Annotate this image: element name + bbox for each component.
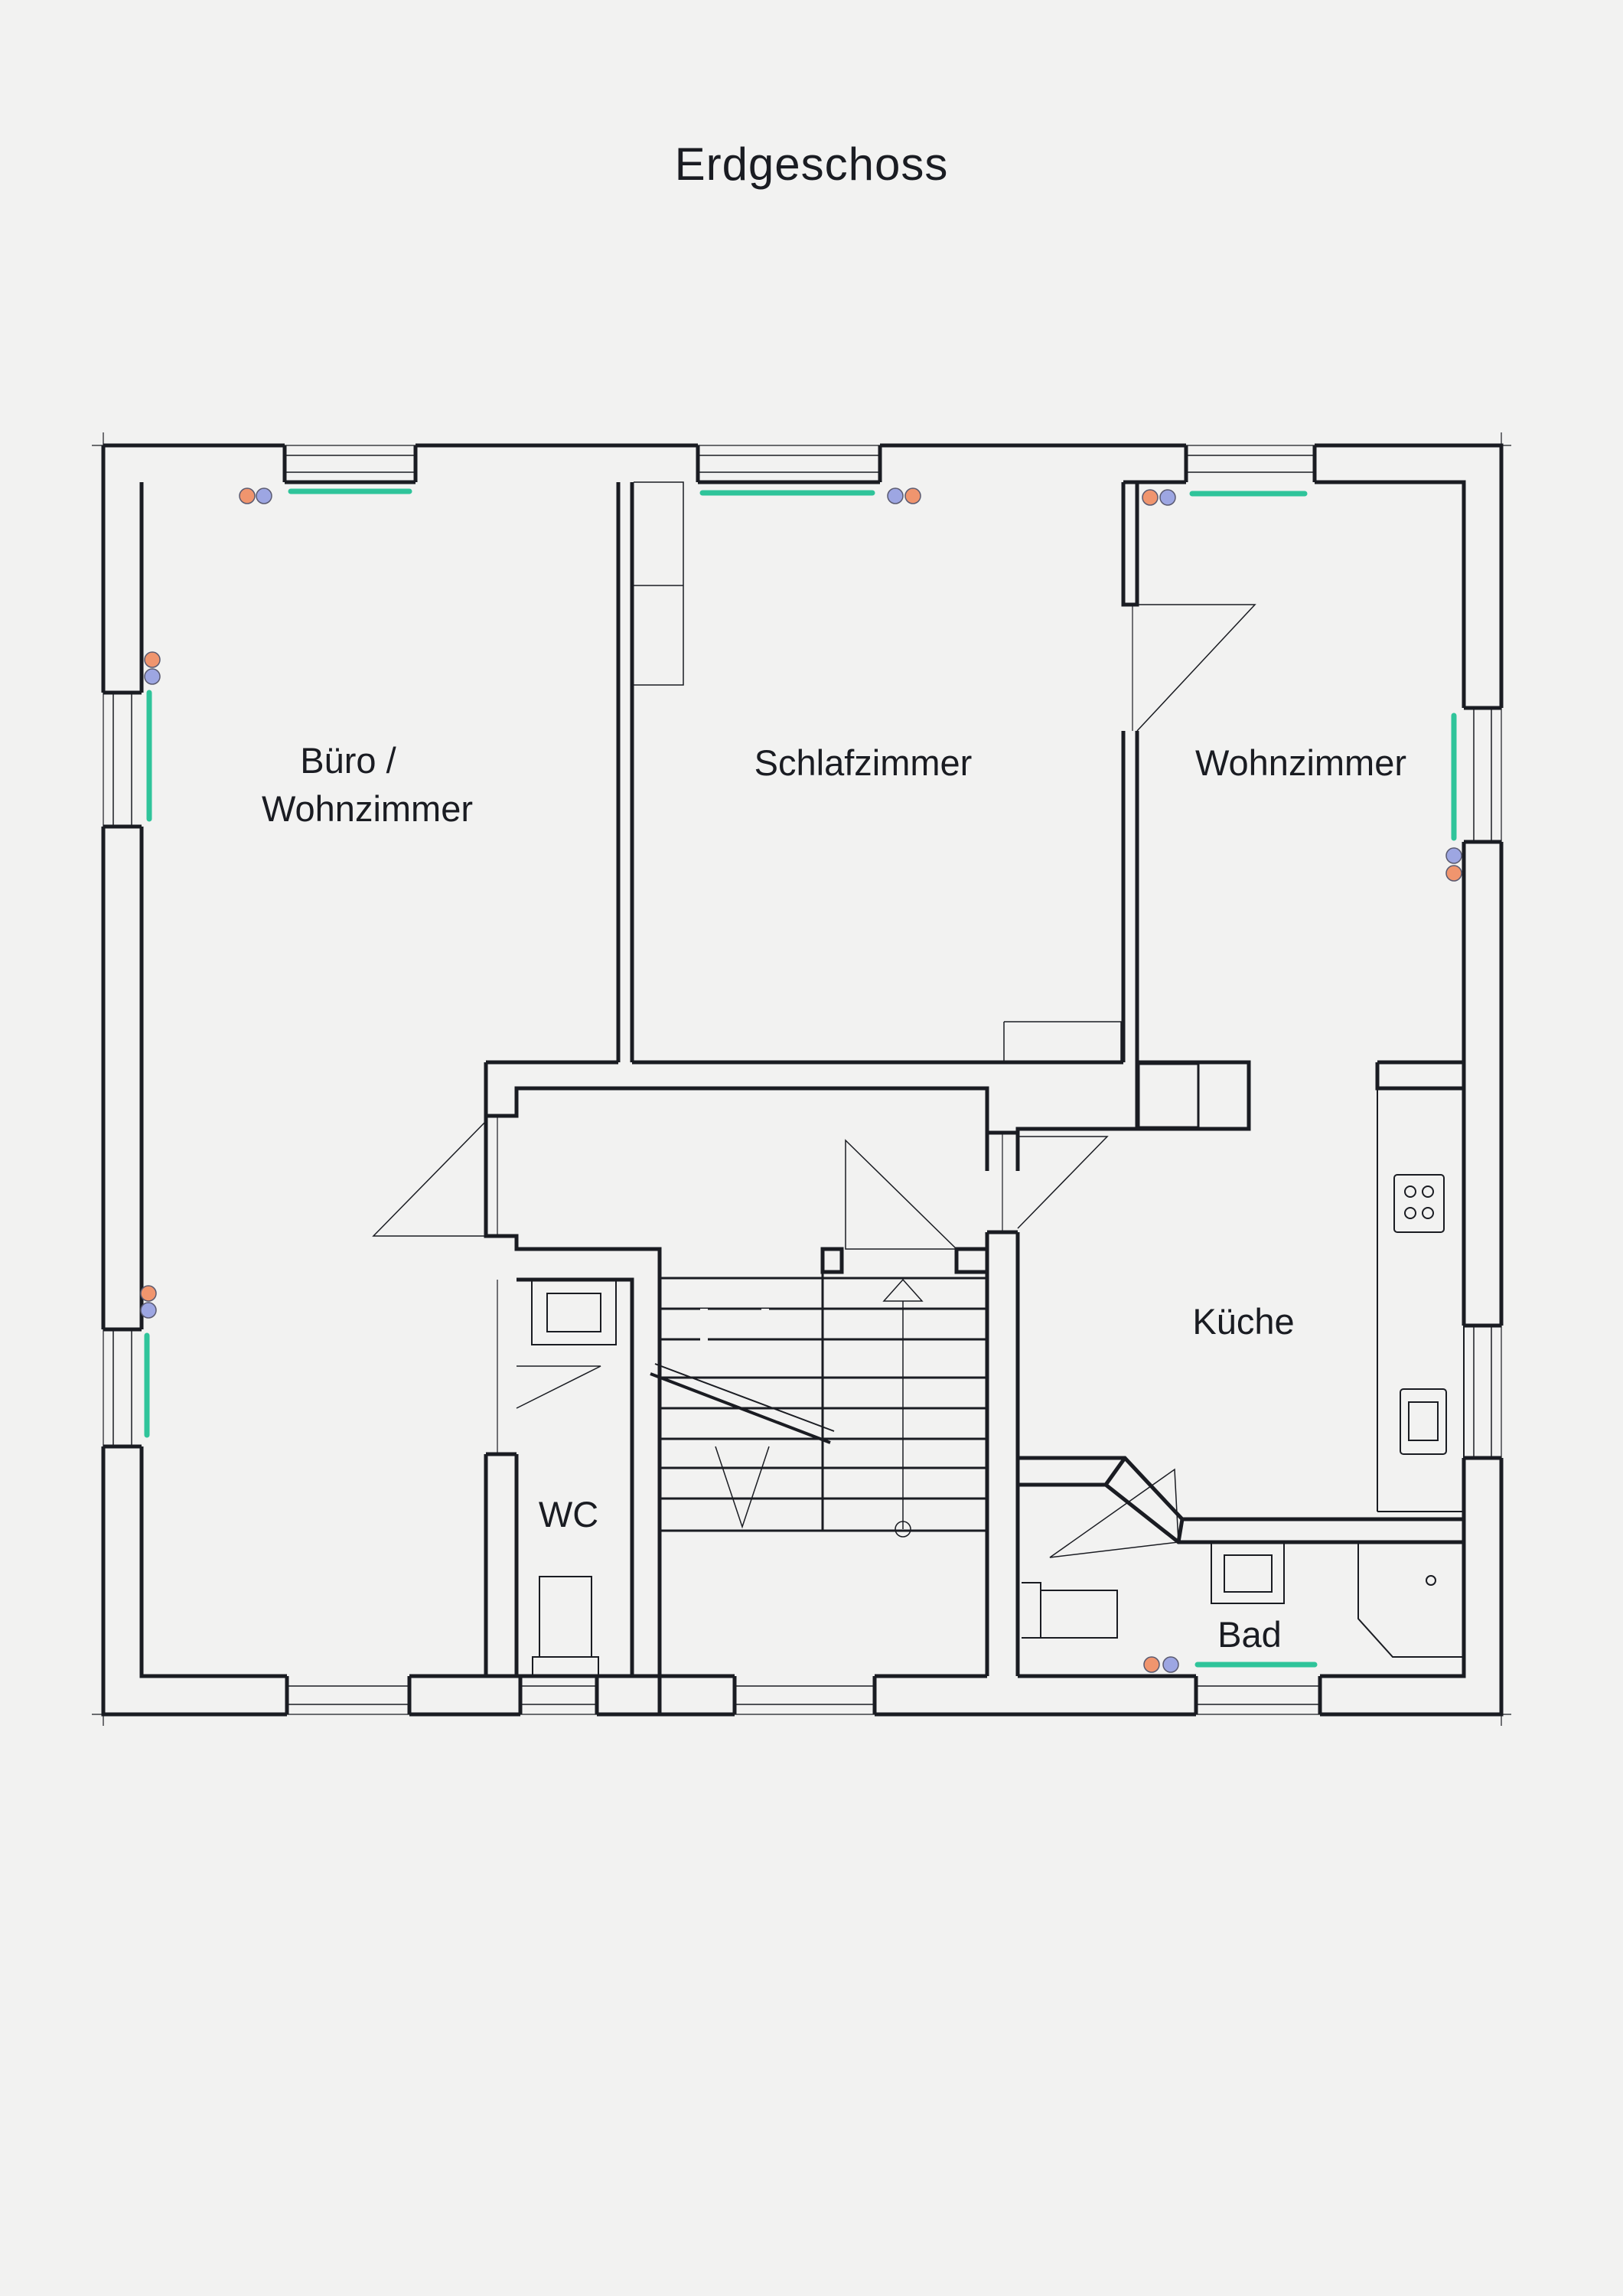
opening-caps: [103, 445, 1501, 1714]
bad-toilet: [1022, 1582, 1118, 1639]
closet-schlaf: [634, 481, 684, 686]
wall-hall-top: [484, 1060, 1137, 1135]
label-wohnzimmer: Wohnzimmer: [1195, 742, 1406, 783]
windows: [112, 455, 1492, 1705]
wall-schlaf-wohn: [1121, 482, 1251, 1131]
label-kueche: Küche: [1192, 1301, 1294, 1342]
door-kueche: [1017, 1136, 1109, 1229]
wall-bad: [1018, 1456, 1464, 1678]
outer-wall-inner: [139, 480, 1466, 1678]
wc-sink: [531, 1279, 617, 1345]
plan-title: Erdgeschoss: [674, 139, 949, 190]
label-schlafzimmer: Schlafzimmer: [754, 742, 973, 783]
guide-lines: [92, 432, 1511, 1726]
stove: [1393, 1174, 1445, 1233]
label-bad: Bad: [1217, 1614, 1282, 1655]
wall-wc-stair: [520, 1249, 662, 1714]
chimney: [1137, 1062, 1200, 1129]
fixtures: [531, 1088, 1465, 1677]
pipe-dots: [140, 488, 1462, 1673]
kitchen-counter: [1377, 1088, 1465, 1512]
sink: [1400, 1388, 1447, 1455]
door-swings: [372, 481, 1256, 1558]
staircase: [650, 1272, 987, 1532]
bad-sink: [1211, 1541, 1285, 1604]
toilet: [539, 1576, 592, 1658]
wall-wohn-kueche: [1375, 1060, 1464, 1091]
stair-stubs: [820, 1247, 989, 1274]
door-wc: [516, 1365, 601, 1409]
shower: [1357, 1541, 1464, 1658]
heaters: [144, 488, 1457, 1668]
label-buero-line2: Wohnzimmer: [262, 788, 473, 829]
door-schlaf-hall: [845, 1139, 958, 1250]
closet-schlaf-bottom: [1003, 1021, 1122, 1062]
room-labels: Büro / Wohnzimmer Schlafzimmer Wohnzimme…: [262, 740, 1406, 1655]
door-bad: [1049, 1468, 1179, 1558]
door-wohn: [1136, 604, 1256, 732]
label-wc: WC: [539, 1494, 598, 1534]
walls: [101, 443, 1504, 1717]
wall-buero-schlaf: [616, 482, 634, 1062]
stair-arrow: [715, 1278, 924, 1538]
outer-wall-outline: [101, 443, 1504, 1717]
door-buero: [372, 1120, 487, 1237]
label-buero-line1: Büro /: [300, 740, 396, 781]
wall-hall-left: [484, 1116, 662, 1676]
